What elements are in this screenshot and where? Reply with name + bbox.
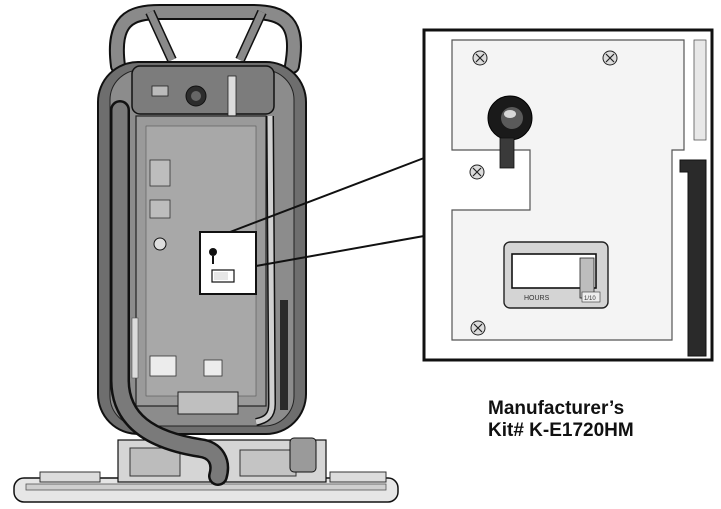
hour-meter-label: HOURS	[524, 295, 550, 302]
squeegee-assembly	[13, 437, 399, 503]
kit-caption: Manufacturer’s Kit# K-E1720HM	[488, 398, 708, 442]
hour-meter-tenths-label: 1/10	[584, 296, 596, 302]
screw-icon-bottom-left	[470, 320, 486, 336]
caption-line-manufacturer: Manufacturer’s	[488, 398, 625, 419]
hour-meter-location-box	[199, 231, 257, 295]
hour-meter-detail-inset: HOURS 1/10	[422, 28, 714, 362]
screw-icon-top-right	[602, 50, 618, 66]
caption-line-kit-number: Kit# K-E1720HM	[488, 420, 634, 441]
recovery-hose	[110, 100, 277, 486]
floor-scrubber-machine	[13, 4, 399, 503]
machine-handle	[108, 4, 302, 74]
callout-lines	[229, 157, 425, 267]
hour-meter: HOURS 1/10	[503, 241, 609, 309]
screw-icon-mid-left	[469, 164, 485, 180]
key-switch-grommet	[487, 95, 533, 169]
screw-icon-top-left	[472, 50, 488, 66]
